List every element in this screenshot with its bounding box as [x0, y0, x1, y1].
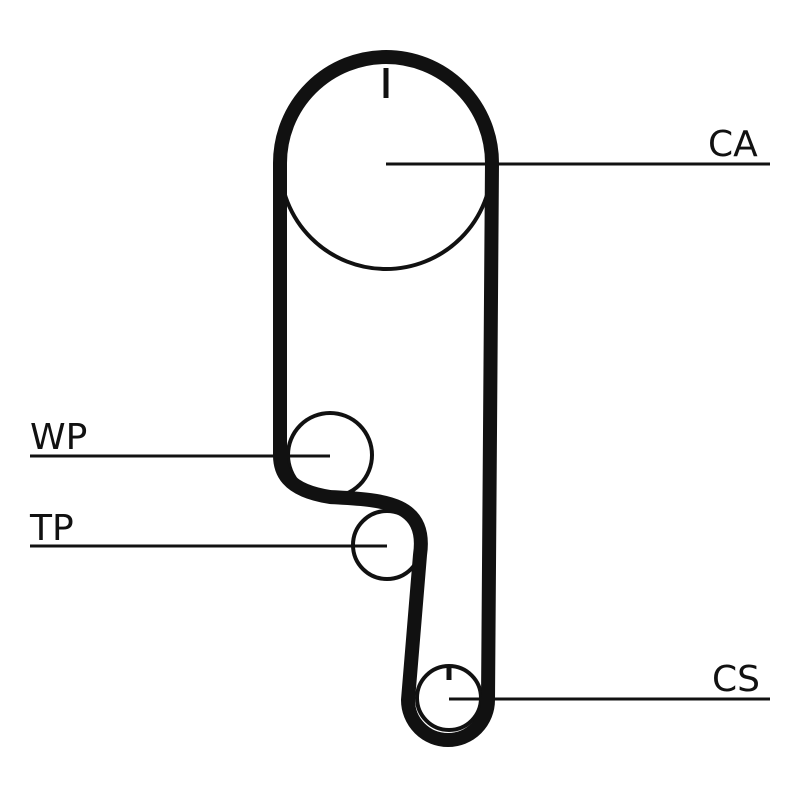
water-pump-label: WP [30, 417, 87, 458]
camshaft-label: CA [708, 124, 758, 165]
crankshaft-label: CS [712, 659, 760, 700]
timing-belt [273, 50, 499, 747]
tensioner-label: TP [29, 508, 74, 549]
